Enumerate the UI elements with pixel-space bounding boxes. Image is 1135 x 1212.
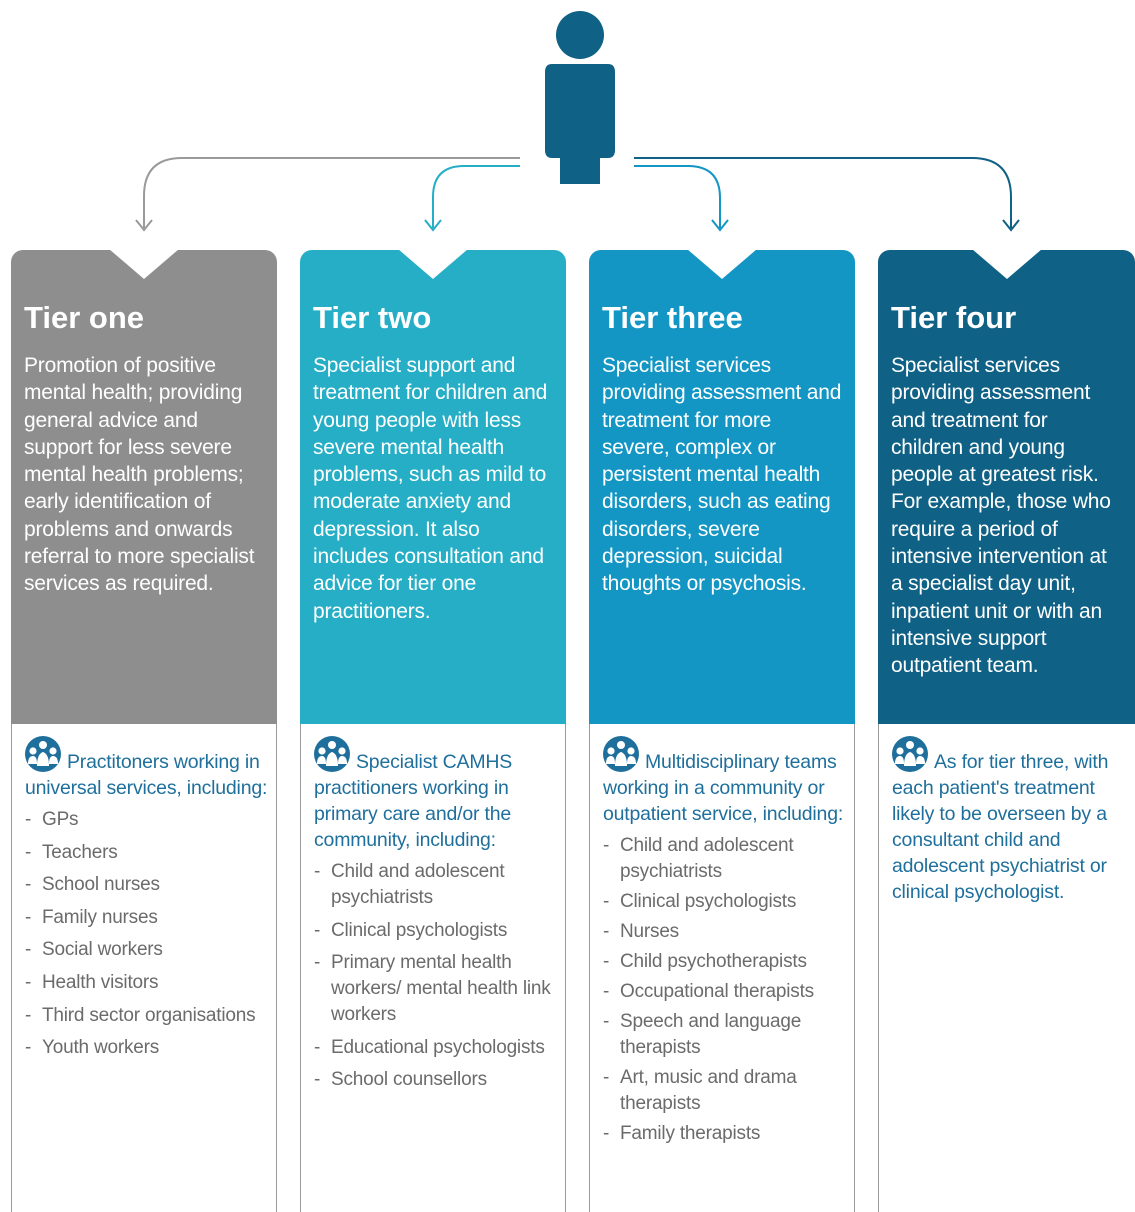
list-item: Educational psychologists bbox=[314, 1035, 557, 1061]
notch bbox=[109, 249, 179, 279]
lead-text: Specialist CAMHS practitioners working i… bbox=[314, 751, 513, 851]
lead-text: Practitoners working in universal servic… bbox=[25, 751, 268, 799]
notch bbox=[687, 249, 757, 279]
tier-title: Tier four bbox=[891, 300, 1017, 335]
practitioners-lead: As for tier three, with each patient's t… bbox=[892, 736, 1127, 905]
tier-description: Promotion of positive mental health; pro… bbox=[24, 354, 255, 596]
people-group-icon bbox=[603, 736, 639, 772]
list-item: Clinical psychologists bbox=[314, 918, 557, 944]
list-item: Clinical psychologists bbox=[603, 889, 846, 915]
list-item: Child psychotherapists bbox=[603, 949, 846, 975]
practitioner-list: Child and adolescent psychiatrists Clini… bbox=[603, 833, 846, 1147]
list-item: Third sector organisations bbox=[25, 1003, 268, 1029]
list-item: Teachers bbox=[25, 840, 268, 866]
list-item: Family therapists bbox=[603, 1121, 846, 1147]
tier-header: Tier three Specialist services providing… bbox=[589, 249, 855, 724]
tier-two-column: Tier two Specialist support and treatmen… bbox=[300, 249, 566, 1212]
practitioners-lead: Multidisciplinary teams working in a com… bbox=[603, 736, 846, 827]
connector-tier-three bbox=[634, 165, 729, 232]
list-item: Youth workers bbox=[25, 1035, 268, 1061]
tier-title: Tier three bbox=[602, 300, 743, 335]
tier-four-column: Tier four Specialist services providing … bbox=[878, 249, 1135, 1212]
tier-three-column: Tier three Specialist services providing… bbox=[589, 249, 855, 1212]
tier-body: Practitoners working in universal servic… bbox=[11, 724, 277, 1212]
list-item: Nurses bbox=[603, 919, 846, 945]
connector-tier-one bbox=[135, 157, 520, 232]
list-item: Child and adolescent psychiatrists bbox=[314, 859, 557, 911]
practitioner-list: GPs Teachers School nurses Family nurses… bbox=[25, 807, 268, 1061]
practitioner-list: Child and adolescent psychiatrists Clini… bbox=[314, 859, 557, 1093]
list-item: Occupational therapists bbox=[603, 979, 846, 1005]
arrow-down-icon bbox=[1002, 219, 1020, 232]
lead-text: As for tier three, with each patient's t… bbox=[892, 751, 1109, 903]
list-item: Primary mental health workers/ mental he… bbox=[314, 950, 557, 1028]
list-item: School nurses bbox=[25, 872, 268, 898]
list-item: Family nurses bbox=[25, 905, 268, 931]
tier-header: Tier one Promotion of positive mental he… bbox=[11, 249, 277, 724]
tier-description: Specialist services providing assessment… bbox=[602, 354, 842, 596]
list-item: School counsellors bbox=[314, 1067, 557, 1093]
list-item: Child and adolescent psychiatrists bbox=[603, 833, 846, 885]
list-item: Speech and language therapists bbox=[603, 1009, 846, 1061]
tier-header: Tier two Specialist support and treatmen… bbox=[300, 249, 566, 724]
tier-body: Specialist CAMHS practitioners working i… bbox=[300, 724, 566, 1212]
list-item: GPs bbox=[25, 807, 268, 833]
notch bbox=[971, 249, 1042, 279]
person-icon bbox=[545, 11, 615, 184]
connector-tier-two bbox=[424, 165, 520, 232]
notch bbox=[398, 249, 468, 279]
tier-description: Specialist services providing assessment… bbox=[891, 354, 1111, 678]
tier-body: Multidisciplinary teams working in a com… bbox=[589, 724, 855, 1212]
people-group-icon bbox=[314, 736, 350, 772]
tier-description: Specialist support and treatment for chi… bbox=[313, 354, 548, 623]
tier-title: Tier two bbox=[313, 300, 432, 335]
people-group-icon bbox=[25, 736, 61, 772]
tier-title: Tier one bbox=[24, 300, 145, 335]
arrow-down-icon bbox=[424, 219, 442, 232]
list-item: Art, music and drama therapists bbox=[603, 1065, 846, 1117]
connector-tier-four bbox=[634, 157, 1020, 232]
list-item: Social workers bbox=[25, 937, 268, 963]
practitioners-lead: Practitoners working in universal servic… bbox=[25, 736, 268, 801]
practitioners-lead: Specialist CAMHS practitioners working i… bbox=[314, 736, 557, 853]
arrow-down-icon bbox=[711, 219, 729, 232]
list-item: Health visitors bbox=[25, 970, 268, 996]
tier-one-column: Tier one Promotion of positive mental he… bbox=[11, 249, 277, 1212]
arrow-down-icon bbox=[135, 219, 153, 232]
tier-body: As for tier three, with each patient's t… bbox=[878, 724, 1135, 1212]
tier-header: Tier four Specialist services providing … bbox=[878, 249, 1135, 724]
connector-arrows bbox=[135, 11, 1020, 232]
people-group-icon bbox=[892, 736, 928, 772]
lead-text: Multidisciplinary teams working in a com… bbox=[603, 751, 844, 825]
